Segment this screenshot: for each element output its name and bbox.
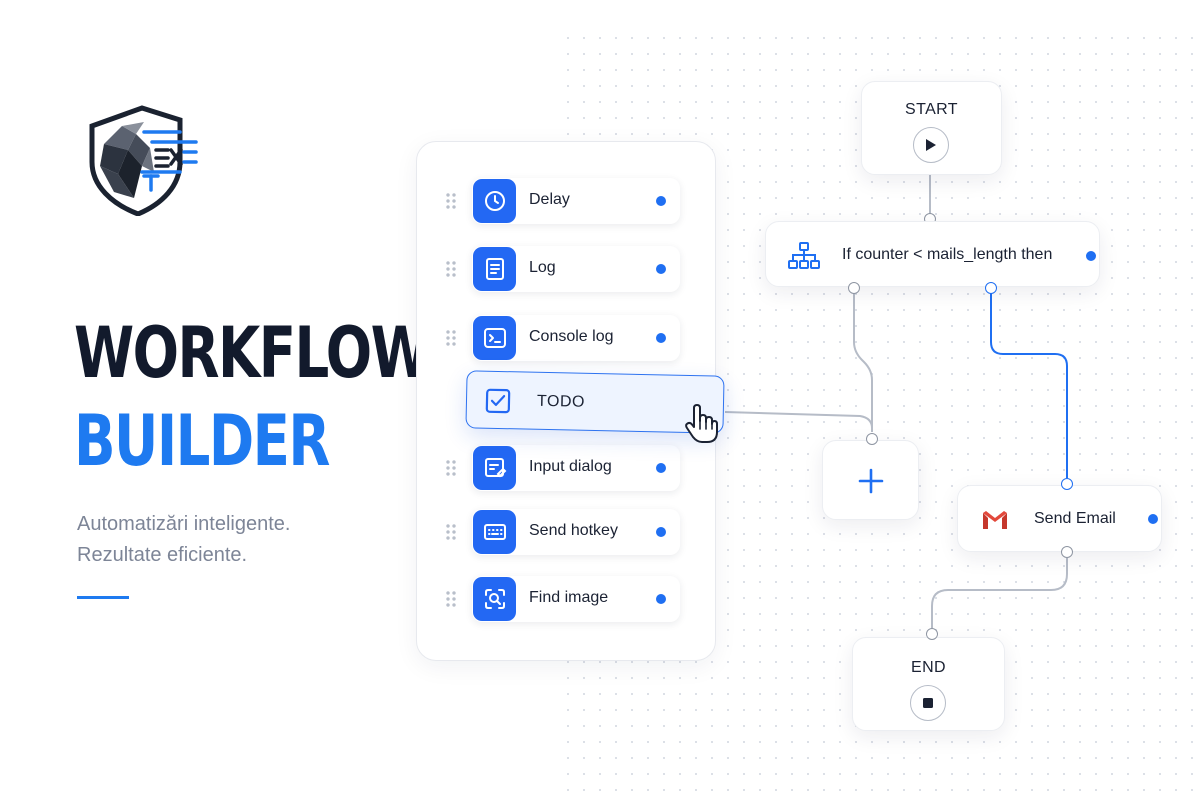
email-input-port[interactable] <box>1061 478 1073 490</box>
tagline-line2: Rezultate eficiente. <box>77 544 248 566</box>
send-email-node[interactable]: Send Email <box>957 485 1162 552</box>
palette-card[interactable]: Input dialog <box>472 445 680 491</box>
condition-false-port[interactable] <box>848 282 860 294</box>
palette-item-label: Send hotkey <box>529 522 618 539</box>
condition-true-port[interactable] <box>985 282 997 294</box>
input-dialog-icon <box>473 446 516 490</box>
drag-handle-icon[interactable] <box>445 329 457 347</box>
terminal-icon <box>473 316 516 360</box>
end-node[interactable]: END <box>852 637 1005 731</box>
email-output-port[interactable] <box>1061 546 1073 558</box>
palette-item-send-hotkey[interactable]: Send hotkey <box>417 509 717 555</box>
palette-item-label: Log <box>529 259 556 276</box>
output-port-dot[interactable] <box>656 594 666 604</box>
output-port-dot[interactable] <box>656 463 666 473</box>
palette-item-label: Console log <box>529 328 614 345</box>
palette-card[interactable]: Console log <box>472 315 680 361</box>
hero-title-line1: WORKFLOW <box>74 312 431 394</box>
checkbox-icon <box>485 388 511 414</box>
gmail-icon <box>983 511 1007 529</box>
shield-horse-logo <box>89 105 198 216</box>
document-icon <box>473 247 516 291</box>
email-output-dot[interactable] <box>1148 514 1158 524</box>
plus-icon <box>858 468 884 494</box>
todo-label: TODO <box>536 392 586 411</box>
palette-item-find-image[interactable]: Find image <box>417 576 717 622</box>
output-port-dot[interactable] <box>656 196 666 206</box>
palette-item-label: Find image <box>529 589 609 606</box>
dragged-todo-card[interactable]: TODO <box>465 370 725 434</box>
hand-pointer-cursor-icon <box>685 404 718 443</box>
add-node-input-port[interactable] <box>866 433 878 445</box>
keyboard-icon <box>473 510 516 554</box>
stop-icon[interactable] <box>910 685 946 721</box>
tagline: Automatizări inteligente. Rezultate efic… <box>77 509 290 571</box>
drag-handle-icon[interactable] <box>445 590 457 608</box>
play-icon[interactable] <box>913 127 949 163</box>
palette-card[interactable]: Find image <box>472 576 680 622</box>
palette-item-label: Delay <box>529 191 570 208</box>
hero-title-line2: BUILDER <box>74 400 330 482</box>
end-input-port[interactable] <box>926 628 938 640</box>
tagline-line1: Automatizări inteligente. <box>77 513 291 535</box>
hierarchy-icon <box>788 242 820 269</box>
palette-item-delay[interactable]: Delay <box>417 178 717 224</box>
palette-item-label: Input dialog <box>529 458 612 475</box>
clock-icon <box>473 179 516 223</box>
output-port-dot[interactable] <box>656 264 666 274</box>
start-node-title: START <box>905 101 958 118</box>
image-search-icon <box>473 577 516 621</box>
drag-handle-icon[interactable] <box>445 192 457 210</box>
drag-handle-icon[interactable] <box>445 260 457 278</box>
wire-email-end <box>931 558 1068 628</box>
output-port-dot[interactable] <box>656 333 666 343</box>
palette-card[interactable]: Log <box>472 246 680 292</box>
palette-card[interactable]: Send hotkey <box>472 509 680 555</box>
wire-condition-email <box>990 293 1068 478</box>
send-email-label: Send Email <box>1034 510 1116 527</box>
wire-condition-add <box>853 293 873 432</box>
palette-item-input-dialog[interactable]: Input dialog <box>417 445 717 491</box>
drag-handle-icon[interactable] <box>445 459 457 477</box>
palette-item-log[interactable]: Log <box>417 246 717 292</box>
start-node[interactable]: START <box>861 81 1002 175</box>
condition-output-dot[interactable] <box>1086 251 1096 261</box>
palette-item-console-log[interactable]: Console log <box>417 315 717 361</box>
output-port-dot[interactable] <box>656 527 666 537</box>
condition-node[interactable]: If counter < mails_length then <box>765 221 1100 287</box>
drag-handle-icon[interactable] <box>445 523 457 541</box>
wire-todo-add <box>724 411 873 429</box>
condition-label: If counter < mails_length then <box>842 246 1053 263</box>
accent-divider <box>77 596 129 599</box>
add-node-button[interactable] <box>822 440 919 520</box>
end-node-title: END <box>911 659 946 676</box>
palette-card[interactable]: Delay <box>472 178 680 224</box>
